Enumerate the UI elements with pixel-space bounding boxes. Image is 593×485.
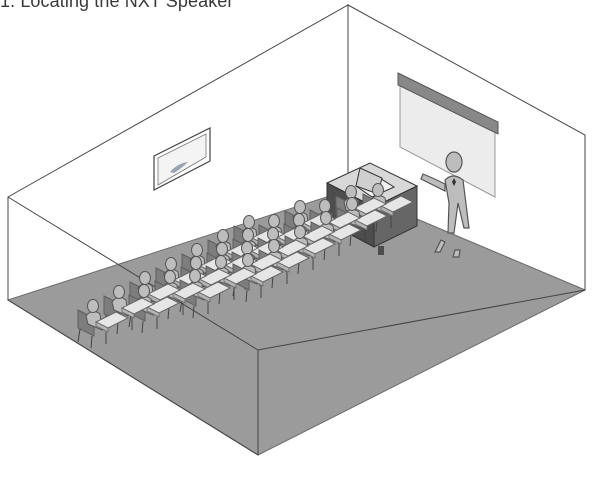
classroom-illustration xyxy=(0,0,593,485)
